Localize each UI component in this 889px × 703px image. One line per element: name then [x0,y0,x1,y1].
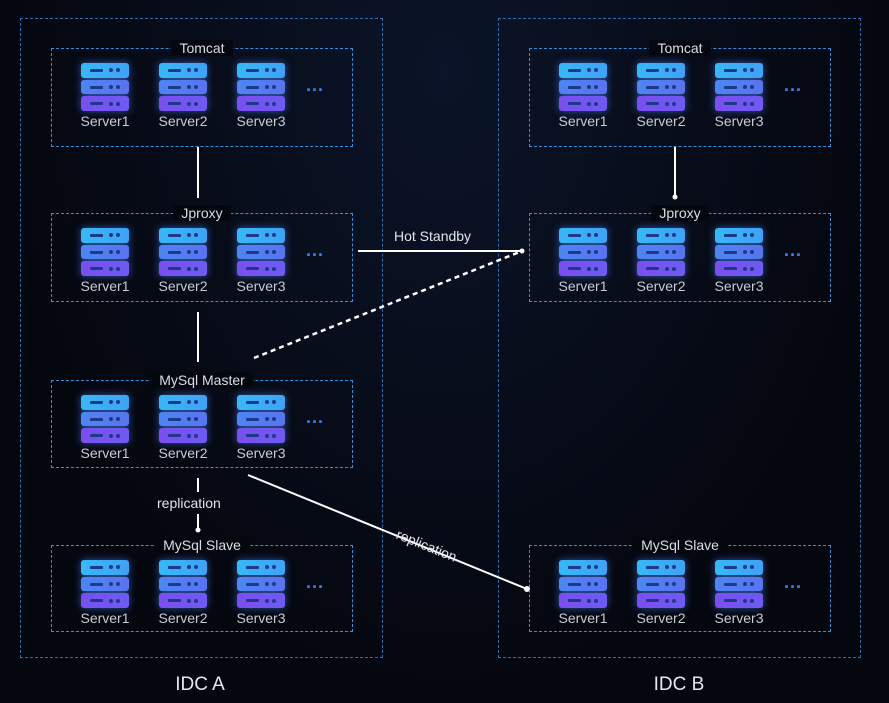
server-node[interactable]: Server3 [700,560,778,626]
server-rack-icon [159,228,207,277]
server-node[interactable]: Server1 [66,560,144,626]
server-label: Server2 [158,610,208,626]
server-node[interactable]: Server2 [144,63,222,129]
server-node[interactable]: Server3 [222,63,300,129]
server-node[interactable]: Server3 [700,228,778,294]
server-rack-icon [637,63,685,112]
replication-cross-end [524,586,530,592]
server-label: Server3 [236,445,286,461]
group-mysql-slave-b: MySql Slave Server1 Server2 Server3 ... [529,537,831,632]
ellipsis-icon: ... [305,240,324,260]
server-label: Server1 [80,113,130,129]
server-node[interactable]: Server3 [222,560,300,626]
group-mysql-master-a: MySql Master Server1 Server2 Server3 ... [51,372,353,468]
server-rack-icon [237,395,285,444]
server-rack-icon [81,228,129,277]
group-title: Jproxy [651,205,709,221]
server-rack-icon [237,228,285,277]
ellipsis-icon: ... [783,75,802,95]
server-node[interactable]: Server2 [144,560,222,626]
idc-a-label: IDC A [175,674,225,695]
server-rack-icon [715,63,763,112]
server-label: Server2 [158,278,208,294]
ellipsis-icon: ... [783,572,802,592]
idc-b-container [498,18,861,658]
group-jproxy-b: Jproxy Server1 Server2 Server3 ... [529,205,831,302]
server-rack-icon [559,63,607,112]
group-title: Tomcat [649,40,711,56]
server-rack-icon [559,228,607,277]
group-title: MySql Master [151,372,253,388]
hot-standby-end [519,248,525,254]
server-node[interactable]: Server1 [66,228,144,294]
server-label: Server3 [236,278,286,294]
ellipsis-icon: ... [783,240,802,260]
server-node[interactable]: Server1 [66,395,144,461]
server-label: Server1 [558,610,608,626]
server-label: Server3 [236,113,286,129]
replication-cross-line [247,474,528,590]
server-label: Server2 [636,610,686,626]
server-label: Server3 [714,610,764,626]
server-rack-icon [159,560,207,609]
server-label: Server3 [236,610,286,626]
idc-a-container [20,18,383,658]
hot-standby-dashed-line [253,249,523,360]
server-label: Server2 [636,113,686,129]
group-tomcat-a: Tomcat Server1 Server2 Server3 ... [51,40,353,147]
server-node[interactable]: Server2 [622,228,700,294]
server-rack-icon [637,228,685,277]
hot-standby-label: Hot Standby [394,228,472,244]
idc-b-label: IDC B [653,674,705,695]
group-tomcat-b: Tomcat Server1 Server2 Server3 ... [529,40,831,147]
server-node[interactable]: Server1 [544,228,622,294]
ellipsis-icon: ... [305,407,324,427]
server-label: Server1 [558,278,608,294]
server-node[interactable]: Server1 [544,63,622,129]
server-rack-icon [81,395,129,444]
server-label: Server3 [714,278,764,294]
server-rack-icon [637,560,685,609]
group-jproxy-a: Jproxy Server1 Server2 Server3 ... [51,205,353,302]
server-label: Server1 [80,278,130,294]
group-title: Tomcat [171,40,233,56]
server-rack-icon [159,395,207,444]
server-node[interactable]: Server3 [222,228,300,294]
server-rack-icon [81,560,129,609]
server-rack-icon [159,63,207,112]
server-label: Server2 [158,113,208,129]
server-label: Server3 [714,113,764,129]
replication-local-end [195,527,201,533]
server-node[interactable]: Server2 [144,395,222,461]
server-rack-icon [715,228,763,277]
server-rack-icon [81,63,129,112]
server-rack-icon [237,63,285,112]
replication-local-label: replication [157,495,221,511]
server-node[interactable]: Server1 [66,63,144,129]
server-label: Server1 [558,113,608,129]
server-node[interactable]: Server2 [622,560,700,626]
server-rack-icon [715,560,763,609]
group-title: MySql Slave [633,537,727,553]
group-mysql-slave-a: MySql Slave Server1 Server2 Server3 ... [51,537,353,632]
server-node[interactable]: Server1 [544,560,622,626]
server-label: Server1 [80,445,130,461]
server-rack-icon [237,560,285,609]
server-node[interactable]: Server3 [700,63,778,129]
server-label: Server2 [158,445,208,461]
ellipsis-icon: ... [305,75,324,95]
ellipsis-icon: ... [305,572,324,592]
group-title: MySql Slave [155,537,249,553]
server-rack-icon [559,560,607,609]
server-node[interactable]: Server3 [222,395,300,461]
server-label: Server2 [636,278,686,294]
group-title: Jproxy [173,205,231,221]
server-node[interactable]: Server2 [144,228,222,294]
server-label: Server1 [80,610,130,626]
tomcat-jproxy-link-b-end [672,194,678,200]
server-node[interactable]: Server2 [622,63,700,129]
